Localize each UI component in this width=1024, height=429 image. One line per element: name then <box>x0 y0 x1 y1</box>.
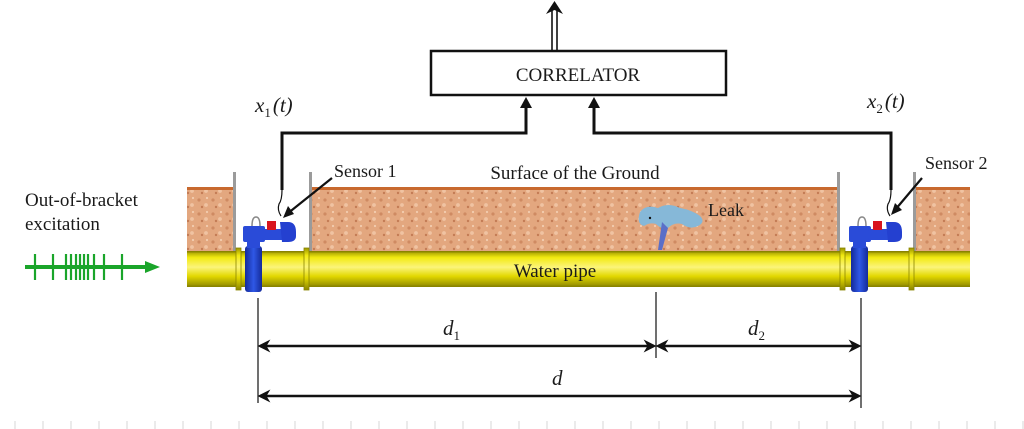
sensor-2-label: Sensor 2 <box>925 153 988 173</box>
pit-wall <box>309 172 312 251</box>
d2-label: d2 <box>748 316 765 343</box>
pipe-joint <box>235 247 242 291</box>
pit-wall <box>233 172 236 251</box>
valve-sensor-1 <box>243 216 296 292</box>
soil-block-right <box>915 188 970 251</box>
excitation-label-line2: excitation <box>25 214 100 235</box>
soil-block-left <box>187 188 234 251</box>
signal-wire-2 <box>588 97 893 217</box>
pit-wall <box>913 172 916 251</box>
excitation-label-line1: Out-of-bracket <box>25 190 139 211</box>
sensor-1-box <box>267 221 276 230</box>
signal-x1-label: x1(t) <box>254 93 293 120</box>
leak-label: Leak <box>708 200 744 220</box>
valve-sensor-2 <box>849 216 902 292</box>
water-pipe <box>187 247 970 291</box>
cropped-caption <box>0 421 1024 429</box>
sensor-1-label: Sensor 1 <box>334 161 397 181</box>
pipe-joint <box>839 247 846 291</box>
output-arrow-icon <box>546 1 563 51</box>
sensor-2-pointer <box>894 177 923 211</box>
excitation-arrow-icon <box>25 254 160 280</box>
d-label: d <box>552 366 563 390</box>
ground-surface-label: Surface of the Ground <box>490 163 660 184</box>
correlator-label: CORRELATOR <box>516 65 641 86</box>
pipe-label: Water pipe <box>514 261 596 282</box>
dimension-lines <box>257 292 862 408</box>
soil-block-middle <box>311 188 838 251</box>
signal-wire-1 <box>277 97 532 217</box>
signal-x2-label: x2(t) <box>866 89 905 116</box>
leak-icon <box>638 205 703 250</box>
soil-layer <box>187 172 970 251</box>
sensor-2-box <box>873 221 882 230</box>
pipe-joint <box>303 247 310 291</box>
sensor-1-pointer <box>286 177 333 215</box>
correlator-box <box>429 49 728 97</box>
pipe-joint <box>908 247 915 291</box>
pit-wall <box>837 172 840 251</box>
d1-label: d1 <box>443 316 460 343</box>
